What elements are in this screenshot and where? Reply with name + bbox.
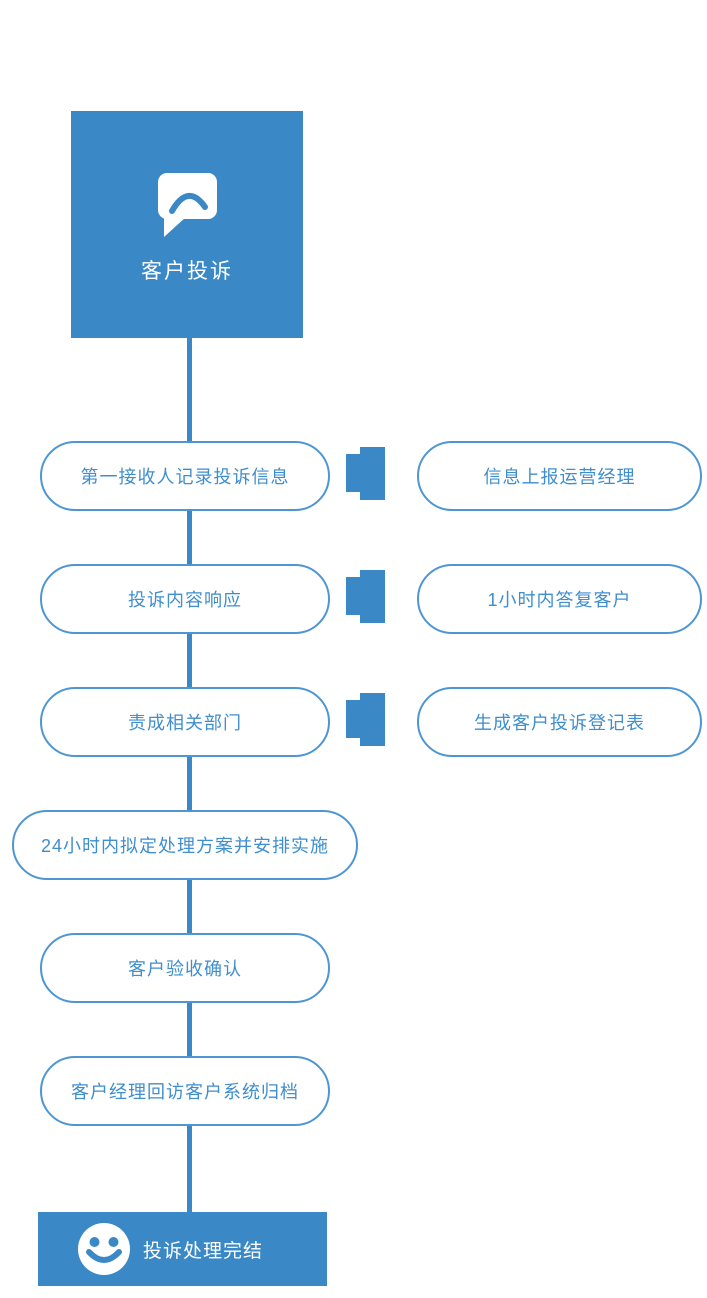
step-node-customer-acceptance: 客户验收确认 [40, 933, 330, 1003]
smiley-face-icon [78, 1223, 130, 1275]
side-node-report-manager: 信息上报运营经理 [417, 441, 702, 511]
connector-line [187, 511, 192, 564]
speech-bubble-icon [158, 173, 217, 237]
link-block-large [360, 570, 385, 623]
step-label: 责成相关部门 [128, 713, 242, 733]
connector-line [187, 757, 192, 810]
side-node-registration-form: 生成客户投诉登记表 [417, 687, 702, 757]
step-label: 24小时内拟定处理方案并安排实施 [40, 836, 330, 856]
side-node-reply-1hour: 1小时内答复客户 [417, 564, 702, 634]
link-block-large [360, 693, 385, 746]
link-blocks-icon [346, 570, 385, 628]
connector-line [187, 1003, 192, 1056]
start-node-customer-complaint: 客户投诉 [71, 111, 303, 338]
end-node-label: 投诉处理完结 [143, 1240, 264, 1262]
step-node-record-complaint: 第一接收人记录投诉信息 [40, 441, 330, 511]
side-label: 信息上报运营经理 [483, 467, 636, 487]
end-node-complaint-closed: 投诉处理完结 [38, 1212, 327, 1286]
link-blocks-icon [346, 447, 385, 505]
start-node-label: 客户投诉 [141, 260, 233, 283]
link-blocks-icon [346, 693, 385, 751]
connector-line [187, 1126, 192, 1212]
step-node-plan-24hours: 24小时内拟定处理方案并安排实施 [12, 810, 358, 880]
link-block-large [360, 447, 385, 500]
connector-line [187, 338, 192, 441]
step-label: 投诉内容响应 [128, 590, 242, 610]
connector-line [187, 634, 192, 687]
step-node-followup-archive: 客户经理回访客户系统归档 [40, 1056, 330, 1126]
step-node-assign-department: 责成相关部门 [40, 687, 330, 757]
side-label: 生成客户投诉登记表 [474, 713, 645, 733]
step-label: 第一接收人记录投诉信息 [80, 467, 290, 487]
connector-line [187, 880, 192, 933]
step-label: 客户经理回访客户系统归档 [71, 1082, 299, 1102]
step-label: 客户验收确认 [128, 959, 242, 979]
step-node-respond-content: 投诉内容响应 [40, 564, 330, 634]
side-label: 1小时内答复客户 [487, 590, 632, 610]
